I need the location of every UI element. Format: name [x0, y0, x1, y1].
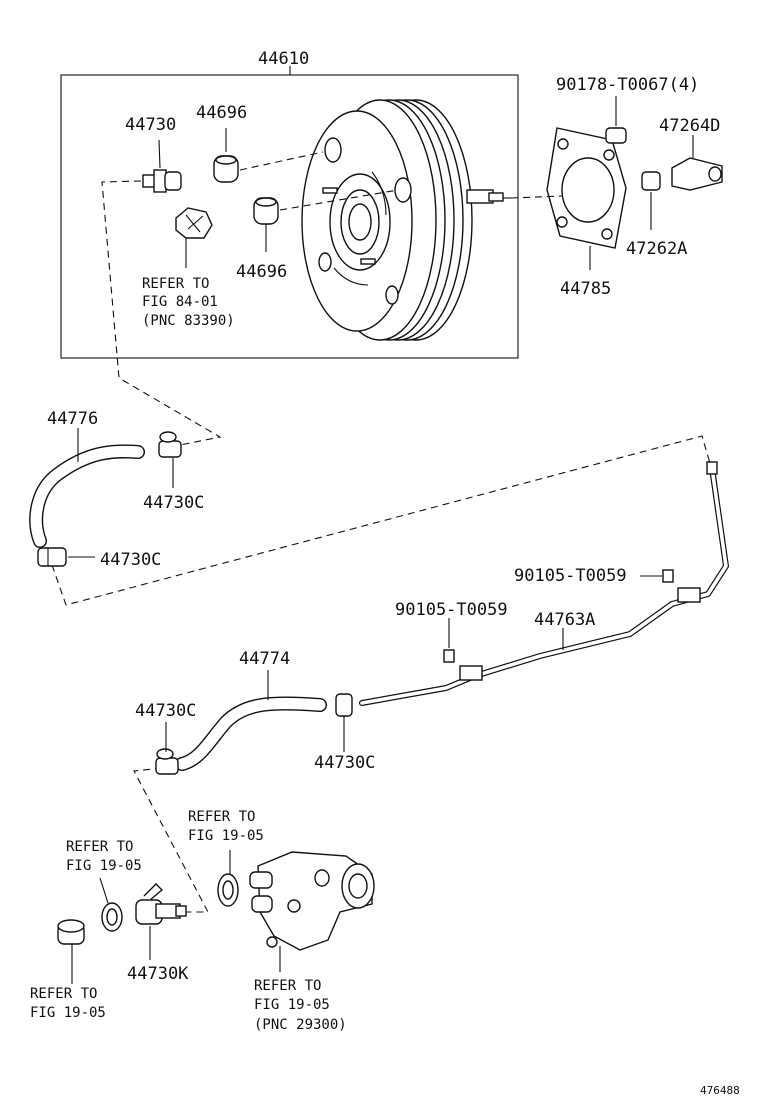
svg-text:REFER TO: REFER TO — [66, 839, 133, 855]
label-90105-a: 90105-T0059 — [514, 566, 627, 586]
dashed-routing — [51, 180, 713, 913]
bolt-90105-a: 90105-T0059 — [514, 566, 674, 586]
brake-booster — [301, 99, 511, 341]
ref-fig-19-05-pump: REFER TO FIG 19-05 (PNC 29300) — [254, 978, 347, 1033]
ref-fig-84-01: REFER TO FIG 84-01 (PNC 83390) — [142, 276, 235, 329]
cap-19-05 — [57, 919, 85, 984]
label-44785: 44785 — [560, 279, 611, 299]
label-44763A: 44763A — [534, 610, 595, 630]
figure-number: 476488 — [700, 1084, 740, 1097]
gasket-44785: 44785 — [510, 127, 627, 299]
svg-text:FIG 84-01: FIG 84-01 — [142, 294, 218, 310]
label-44730C-b: 44730C — [100, 550, 161, 570]
union-44730K: 44730K — [127, 883, 189, 984]
svg-text:FIG 19-05: FIG 19-05 — [254, 997, 330, 1013]
washer-19-05-top — [217, 850, 239, 907]
svg-text:REFER TO: REFER TO — [30, 986, 97, 1002]
nut-90178: 90178-T0067(4) — [556, 75, 699, 144]
grommet-44696-bottom: 44696 — [236, 189, 399, 282]
label-44730C-c: 44730C — [135, 701, 196, 721]
label-44696-top: 44696 — [196, 103, 247, 123]
bolt-90105-b: 90105-T0059 — [395, 600, 508, 663]
svg-text:(PNC 29300): (PNC 29300) — [254, 1017, 347, 1033]
label-44730K: 44730K — [127, 964, 189, 984]
clamp-44730C-b: 44730C — [37, 547, 161, 570]
clamp-44730C-c: 44730C — [135, 701, 196, 775]
svg-text:FIG 19-05: FIG 19-05 — [188, 828, 264, 844]
ref-fig-19-05-left: REFER TO FIG 19-05 — [66, 839, 142, 874]
svg-text:REFER TO: REFER TO — [142, 276, 209, 292]
label-90178: 90178-T0067(4) — [556, 75, 699, 95]
label-44776: 44776 — [47, 409, 98, 429]
svg-text:REFER TO: REFER TO — [188, 809, 255, 825]
svg-text:(PNC 83390): (PNC 83390) — [142, 313, 235, 329]
clamp-44730C-d: 44730C — [314, 693, 375, 773]
label-47262A: 47262A — [626, 239, 687, 259]
check-valve-44730: 44730 — [125, 115, 182, 193]
hose-44774: 44774 — [175, 649, 327, 771]
grommet-fig84 — [175, 207, 213, 268]
label-90105-b: 90105-T0059 — [395, 600, 508, 620]
label-44730: 44730 — [125, 115, 176, 135]
label-44610: 44610 — [258, 49, 309, 69]
grommet-44696-top: 44696 — [196, 103, 324, 183]
clamp-44730C-a: 44730C — [143, 431, 204, 513]
pipe-44763A: 44763A — [359, 461, 729, 706]
vacuum-pump — [249, 851, 375, 972]
ref-fig-19-05-cap: REFER TO FIG 19-05 — [30, 986, 106, 1021]
svg-text:FIG 19-05: FIG 19-05 — [66, 858, 142, 874]
ref-fig-19-05-top: REFER TO FIG 19-05 — [188, 809, 264, 844]
label-44730C-a: 44730C — [143, 493, 204, 513]
label-44696-bottom: 44696 — [236, 262, 287, 282]
clevis-47264D: 47264D — [659, 116, 723, 191]
svg-text:FIG 19-05: FIG 19-05 — [30, 1005, 106, 1021]
nut-47262A: 47262A — [626, 171, 687, 259]
label-47264D: 47264D — [659, 116, 720, 136]
hose-44776: 44776 — [29, 409, 145, 548]
label-44730C-d: 44730C — [314, 753, 375, 773]
assembly-box-44610: 44610 — [60, 49, 519, 359]
label-44774: 44774 — [239, 649, 290, 669]
svg-text:REFER TO: REFER TO — [254, 978, 321, 994]
washer-19-05-left — [99, 877, 123, 932]
